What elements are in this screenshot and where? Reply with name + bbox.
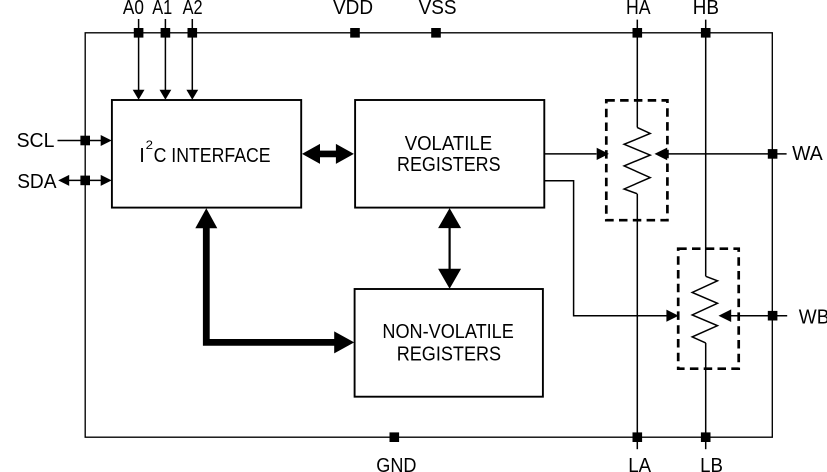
svg-text:REGISTERS: REGISTERS — [397, 344, 501, 366]
svg-text:C INTERFACE: C INTERFACE — [154, 145, 271, 167]
svg-text:HB: HB — [693, 0, 719, 19]
svg-text:VDD: VDD — [333, 0, 373, 19]
svg-text:SCL: SCL — [17, 130, 55, 152]
svg-text:A2: A2 — [183, 0, 203, 19]
svg-text:SDA: SDA — [17, 171, 57, 193]
svg-text:HA: HA — [626, 0, 651, 19]
svg-text:NON-VOLATILE: NON-VOLATILE — [382, 321, 513, 343]
svg-text:GND: GND — [376, 455, 416, 472]
svg-text:LA: LA — [628, 455, 651, 472]
svg-text:REGISTERS: REGISTERS — [397, 154, 501, 176]
svg-text:VOLATILE: VOLATILE — [405, 133, 492, 155]
svg-text:VSS: VSS — [419, 0, 457, 19]
svg-text:LB: LB — [700, 455, 723, 472]
svg-text:A0: A0 — [123, 0, 144, 19]
svg-text:I: I — [139, 145, 145, 167]
svg-text:WB: WB — [799, 307, 827, 329]
svg-text:WA: WA — [792, 143, 823, 165]
svg-text:2: 2 — [146, 140, 153, 152]
svg-text:A1: A1 — [152, 0, 172, 19]
